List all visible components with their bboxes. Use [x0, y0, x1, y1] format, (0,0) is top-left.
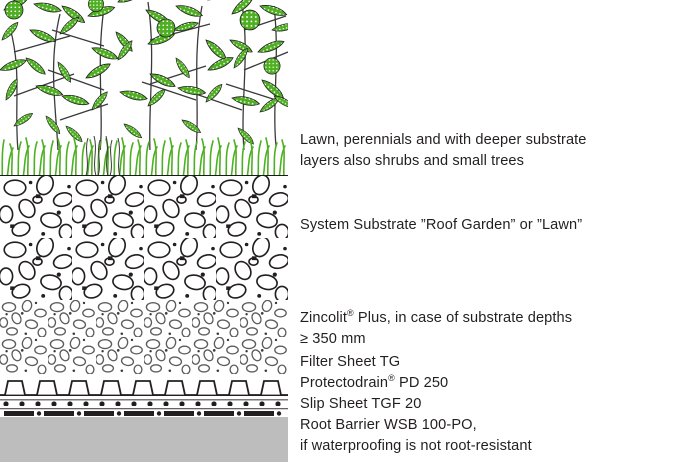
root-strands-icon — [85, 135, 121, 177]
root-barrier-icon — [0, 408, 288, 416]
grass-icon — [1, 135, 286, 178]
label-protectodrain: Protectodrain® PD 250 — [300, 373, 698, 394]
label-zincolit-name: Zincolit — [300, 310, 348, 326]
label-vegetation-line2: layers also shrubs and small trees — [300, 153, 525, 169]
registered-trademark-icon: ® — [347, 308, 354, 319]
label-protectodrain-after: PD 250 — [394, 375, 449, 391]
root-barrier-layer — [0, 406, 288, 417]
label-protectodrain-name: Protectodrain — [300, 375, 389, 391]
label-slip-sheet: Slip Sheet TGF 20 — [300, 396, 422, 412]
zincolit-granules-icon — [0, 300, 288, 374]
grass-layer — [0, 128, 288, 178]
label-zincolit-after: Plus, in case of substrate depths — [353, 310, 573, 326]
drainage-board-layer — [0, 376, 288, 398]
label-vegetation-line1: Lawn, perennials and with deeper substra… — [300, 132, 587, 148]
label-root-barrier: Root Barrier WSB 100-PO, — [300, 417, 477, 433]
foliage-icon — [0, 0, 288, 150]
label-filter-sheet: Filter Sheet TG — [300, 354, 401, 370]
concrete-slab-layer — [0, 417, 288, 462]
zincolit-layer — [0, 300, 288, 374]
label-zincolit-line2: ≥ 350 mm — [300, 331, 366, 347]
label-root-barrier-note: if waterproofing is not root-resistant — [300, 438, 532, 454]
label-substrate: System Substrate ”Roof Garden” or ”Lawn” — [300, 215, 698, 236]
label-substrate-line1: System Substrate ”Roof Garden” or ”Lawn” — [300, 217, 583, 233]
vegetation-layer — [0, 0, 288, 150]
slip-sheet-layer — [0, 396, 288, 406]
build-up-illustration — [0, 0, 288, 462]
protectodrain-dimples-icon — [0, 376, 288, 398]
substrate-layer — [0, 176, 288, 300]
label-zincolit: Zincolit® Plus, in case of substrate dep… — [300, 308, 698, 350]
layer-labels: Lawn, perennials and with deeper substra… — [300, 0, 700, 462]
slip-sheet-icon — [0, 399, 288, 406]
registered-trademark-icon: ® — [388, 373, 395, 384]
label-stack: Filter Sheet TG Protectodrain® PD 250 Sl… — [300, 352, 698, 457]
substrate-aggregate-icon — [0, 176, 288, 300]
label-vegetation: Lawn, perennials and with deeper substra… — [300, 130, 698, 172]
label-zincolit-line1: Zincolit® Plus, in case of substrate dep… — [300, 308, 698, 329]
